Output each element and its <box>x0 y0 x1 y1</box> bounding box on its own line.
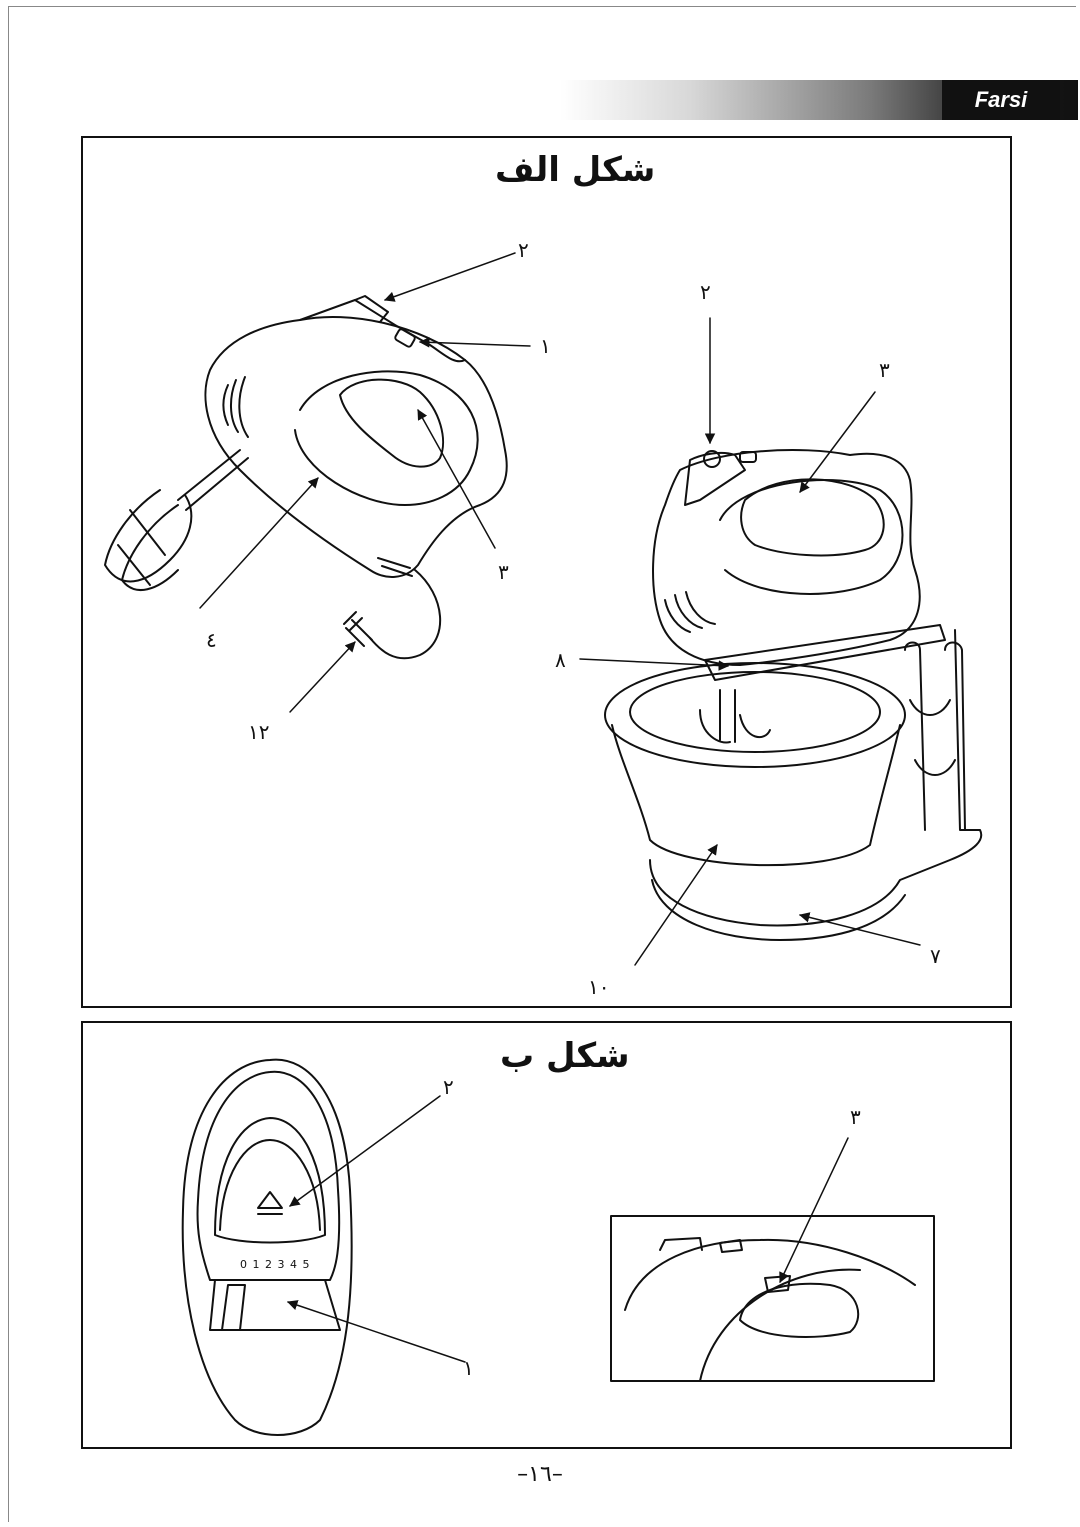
label-speed: ١ <box>463 1356 474 1380</box>
control-panel-drawing <box>181 1058 353 1436</box>
label-stand-arm: ٨ <box>555 648 566 672</box>
label-hand-body: ٤ <box>206 628 217 652</box>
page-border <box>8 6 1076 1522</box>
figure-a-panel <box>81 136 1012 1008</box>
label-detail: ٣ <box>850 1105 861 1129</box>
label-hand-button: ١ <box>540 334 551 358</box>
label-hand-top: ٢ <box>518 238 529 262</box>
label-stand-bowl: ١٠ <box>588 975 610 999</box>
label-stand-eject: ٣ <box>879 358 890 382</box>
speed-scale: 0 1 2 3 4 5 <box>240 1258 311 1271</box>
figure-b-panel <box>81 1021 1012 1449</box>
figure-b-title: شکل ب <box>500 1036 630 1076</box>
hand-mixer-drawing <box>104 295 508 660</box>
detail-box-drawing <box>610 1215 935 1382</box>
label-hand-eject: ٣ <box>498 560 509 584</box>
label-eject: ٢ <box>443 1075 454 1099</box>
stand-mixer-drawing <box>604 449 983 941</box>
page-number: –١٦– <box>517 1462 563 1487</box>
label-hand-plug: ١٢ <box>248 720 270 744</box>
label-stand-top: ٢ <box>700 280 711 304</box>
label-stand-base: ٧ <box>930 944 941 968</box>
language-tab: Farsi <box>942 80 1060 120</box>
figure-a-title: شکل الف <box>495 150 656 190</box>
